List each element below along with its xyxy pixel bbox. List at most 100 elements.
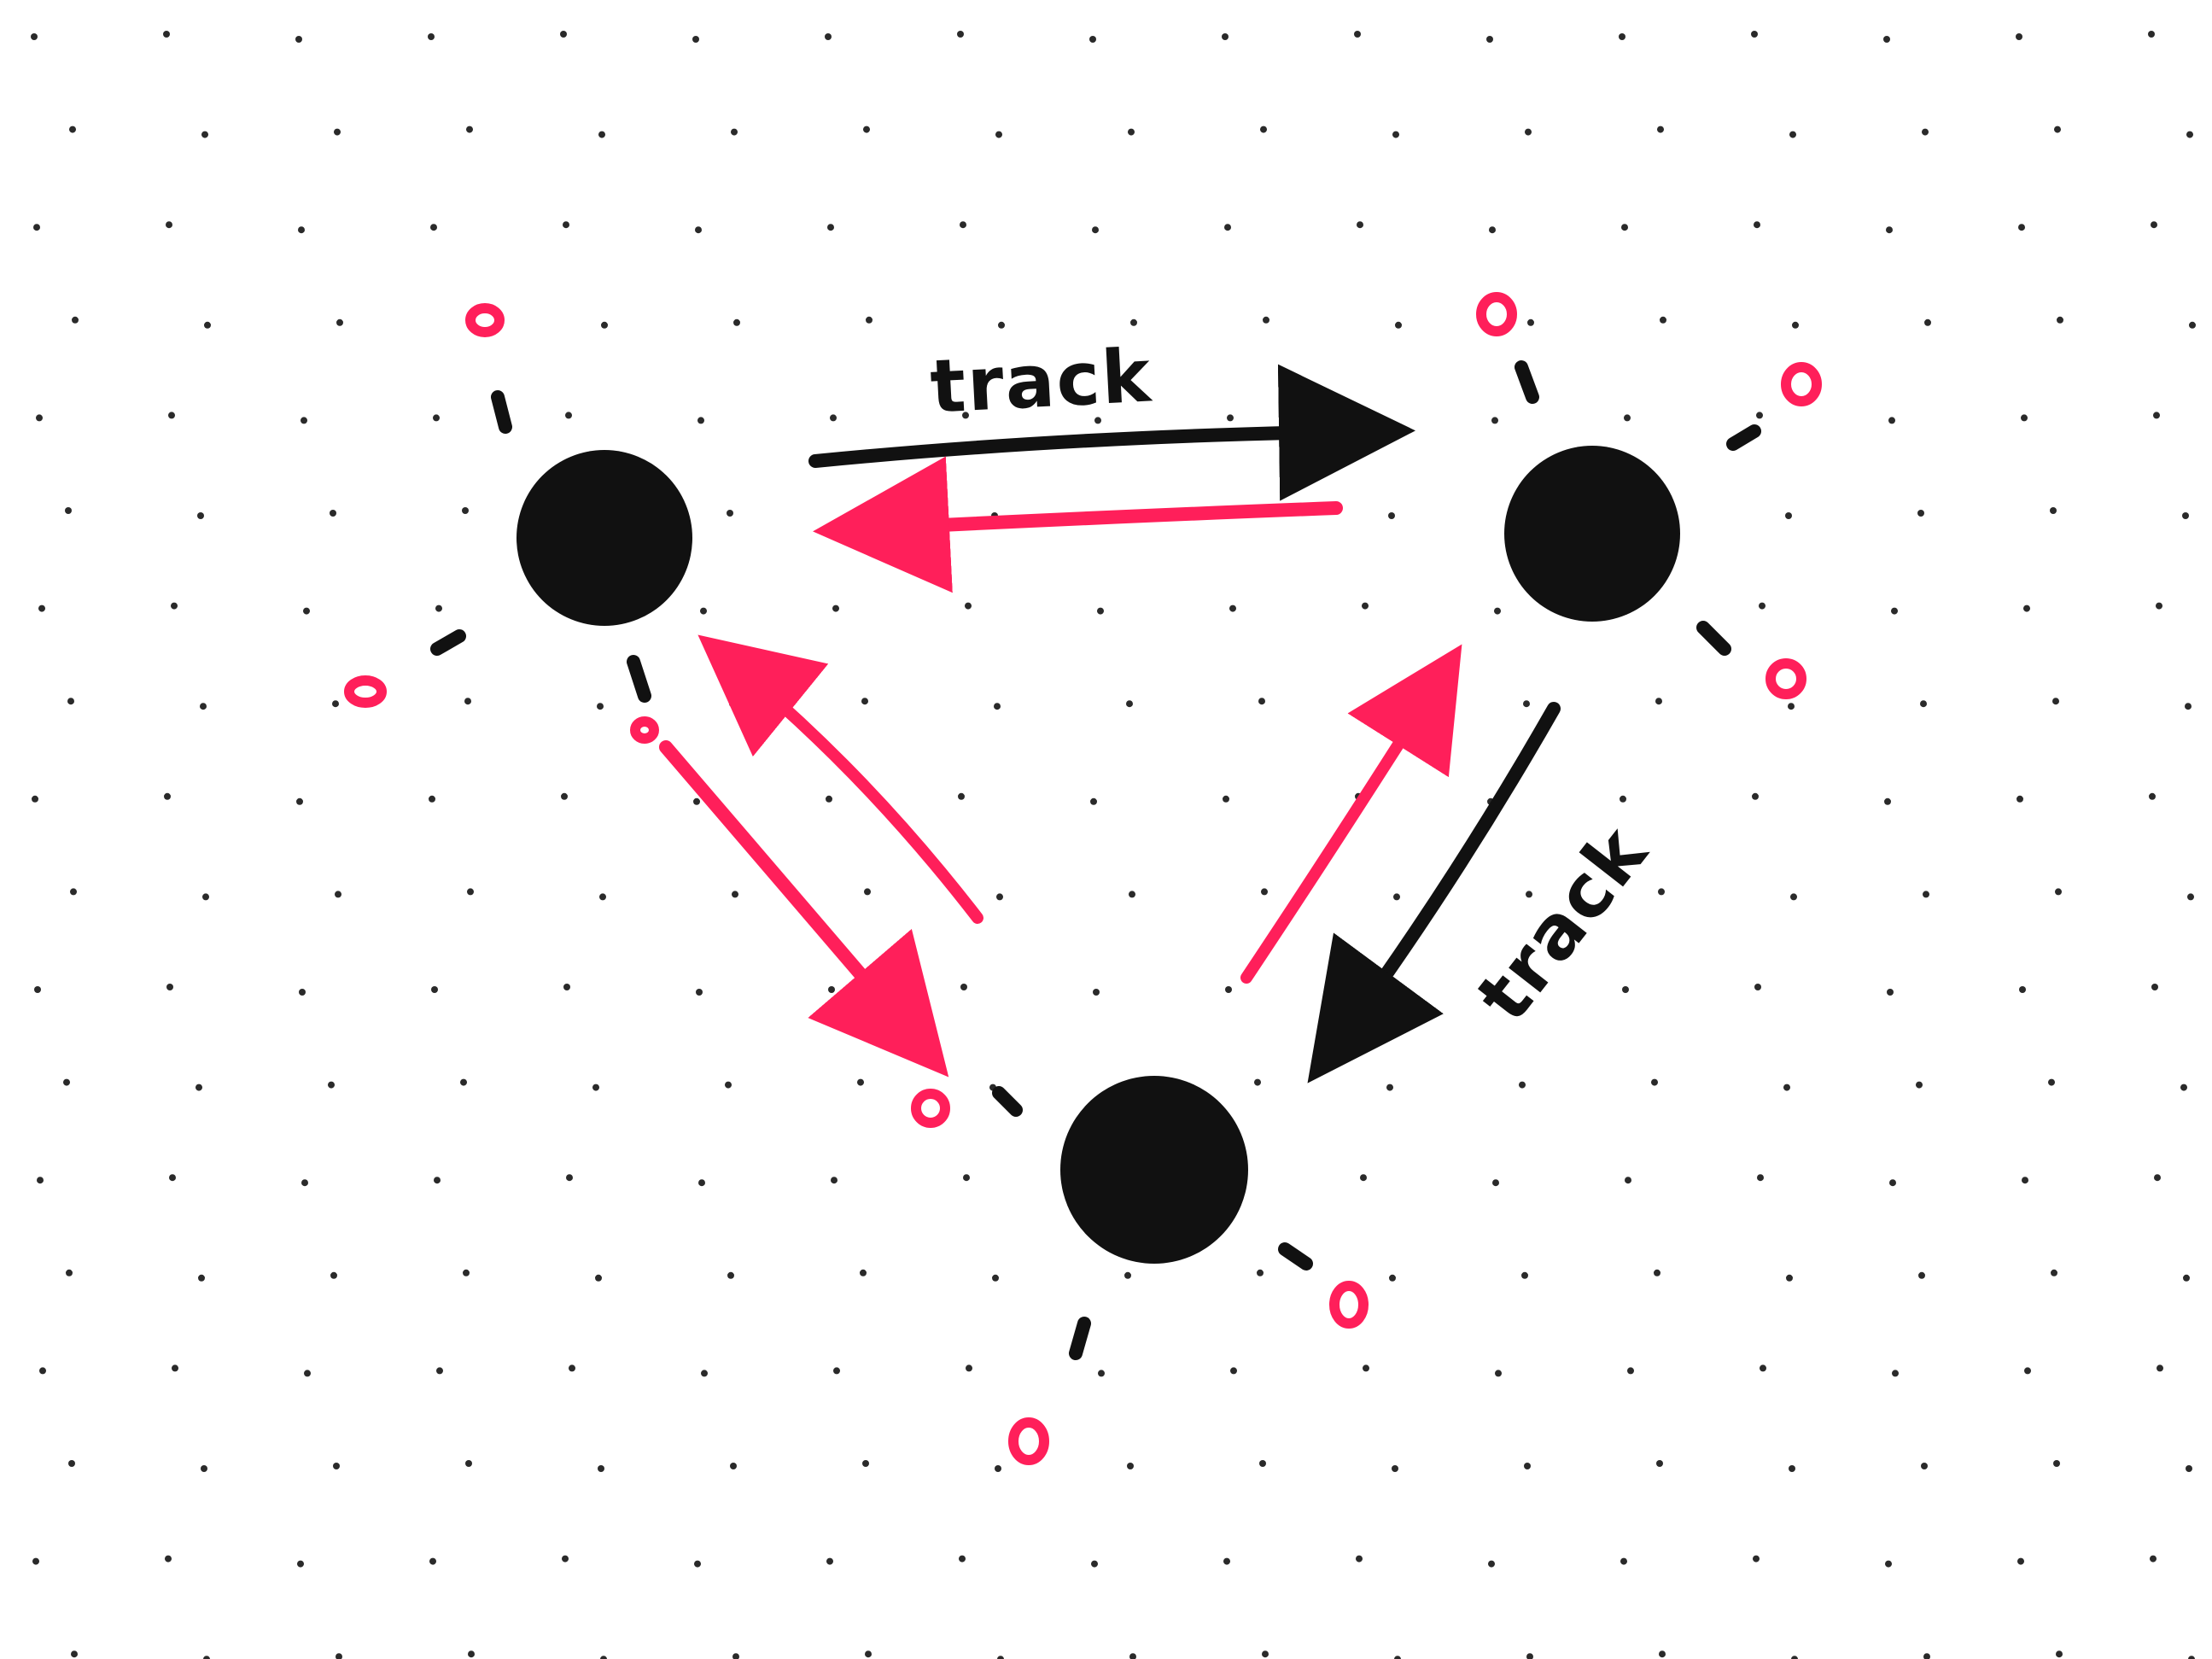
paper-dot	[1392, 131, 1399, 138]
connector-tick	[1069, 1317, 1091, 1360]
paper-dot	[860, 1269, 867, 1276]
paper-dot	[1262, 1650, 1269, 1658]
paper-dot	[732, 891, 738, 898]
connector-tick	[430, 629, 466, 656]
paper-dot	[1754, 221, 1760, 229]
paper-dot	[164, 792, 171, 800]
paper-dot	[1916, 1081, 1923, 1089]
paper-dot	[695, 226, 702, 234]
paper-dot	[1229, 605, 1236, 612]
paper-dot	[2186, 131, 2193, 138]
paper-dot	[2021, 414, 2028, 422]
paper-dot	[1751, 31, 1758, 38]
paper-dot	[600, 1656, 607, 1659]
paper-dot	[1222, 33, 1229, 40]
paper-dot	[1223, 1557, 1230, 1565]
connector-tick	[1278, 1242, 1313, 1271]
paper-dot	[1259, 1460, 1266, 1467]
paper-dot	[1659, 1650, 1666, 1658]
paper-dot	[2057, 316, 2063, 324]
paper-dot	[960, 221, 966, 229]
paper-dot	[2151, 984, 2158, 990]
paper-dot	[336, 318, 343, 326]
paper-dot	[1261, 888, 1268, 896]
paper-dot	[1619, 33, 1625, 40]
paper-dot	[560, 31, 567, 38]
paper-dot	[203, 1656, 210, 1659]
node-circle	[517, 450, 692, 626]
satellite-dot	[465, 303, 505, 337]
paper-dot	[2189, 321, 2196, 329]
paper-dot	[998, 321, 1005, 329]
paper-dot	[1521, 1271, 1528, 1279]
paper-dot	[166, 984, 173, 990]
paper-dot	[733, 318, 740, 326]
paper-dot	[301, 417, 307, 424]
paper-dot	[1922, 128, 1929, 136]
paper-dot	[37, 1177, 44, 1184]
paper-dot	[335, 891, 341, 898]
connector-tick	[491, 390, 512, 434]
paper-dot	[859, 507, 866, 514]
paper-dot	[1128, 128, 1135, 136]
paper-dot	[828, 986, 835, 993]
paper-dot	[1887, 989, 1894, 996]
paper-dot	[31, 33, 38, 40]
edge-track-right	[1307, 702, 1561, 1084]
paper-dot	[38, 605, 45, 612]
paper-dot	[1660, 316, 1666, 324]
satellite-dot	[630, 716, 659, 744]
paper-dot	[599, 893, 606, 901]
paper-dot	[168, 412, 175, 419]
paper-dot	[336, 1653, 342, 1659]
paper-dot	[694, 1560, 701, 1568]
paper-dot	[1094, 417, 1101, 424]
paper-dot	[832, 605, 839, 612]
paper-dot	[70, 888, 77, 896]
paper-dot	[565, 412, 572, 419]
edge-link-left-down	[659, 740, 949, 1078]
paper-dot	[865, 1650, 872, 1658]
paper-dot	[561, 792, 568, 800]
paper-dot	[995, 131, 1002, 138]
paper-dot	[1884, 797, 1891, 805]
paper-dot	[32, 795, 38, 803]
paper-dot	[69, 126, 76, 133]
paper-dot	[468, 1650, 475, 1658]
paper-dot	[2018, 224, 2025, 231]
paper-dot	[2016, 795, 2023, 803]
paper-dot	[1519, 1081, 1526, 1089]
paper-dot	[2183, 1274, 2190, 1282]
paper-dot	[1362, 602, 1369, 610]
paper-dot	[1225, 986, 1232, 993]
paper-dot	[1389, 1274, 1396, 1282]
paper-dot	[1356, 1555, 1363, 1563]
paper-dot	[595, 1274, 602, 1282]
paper-dot	[2182, 512, 2189, 519]
node-top-left	[344, 303, 692, 744]
paper-dot	[1091, 1560, 1098, 1568]
paper-dot	[1753, 1555, 1760, 1563]
paper-dot	[1124, 1271, 1131, 1279]
paper-dot	[1918, 1271, 1925, 1279]
paper-dot	[2180, 1084, 2187, 1091]
paper-dot	[1627, 1367, 1634, 1375]
satellite-dot	[911, 1089, 950, 1128]
paper-dot	[830, 414, 837, 422]
paper-dot	[296, 797, 303, 805]
paper-dot	[1224, 224, 1231, 231]
paper-dot	[2188, 1656, 2195, 1659]
connector-tick	[1515, 360, 1539, 404]
paper-dot	[959, 1555, 966, 1563]
paper-dot	[1754, 984, 1761, 990]
paper-dot	[1891, 607, 1898, 615]
paper-dot	[1625, 1177, 1631, 1184]
paper-dot	[304, 1370, 311, 1377]
paper-dot	[1254, 1078, 1261, 1086]
paper-dot	[1883, 36, 1890, 43]
paper-dot	[1886, 226, 1893, 234]
paper-dot	[2053, 1460, 2060, 1467]
paper-dot	[460, 1078, 467, 1086]
paper-dot	[1486, 36, 1493, 43]
node-circle	[1504, 446, 1680, 622]
